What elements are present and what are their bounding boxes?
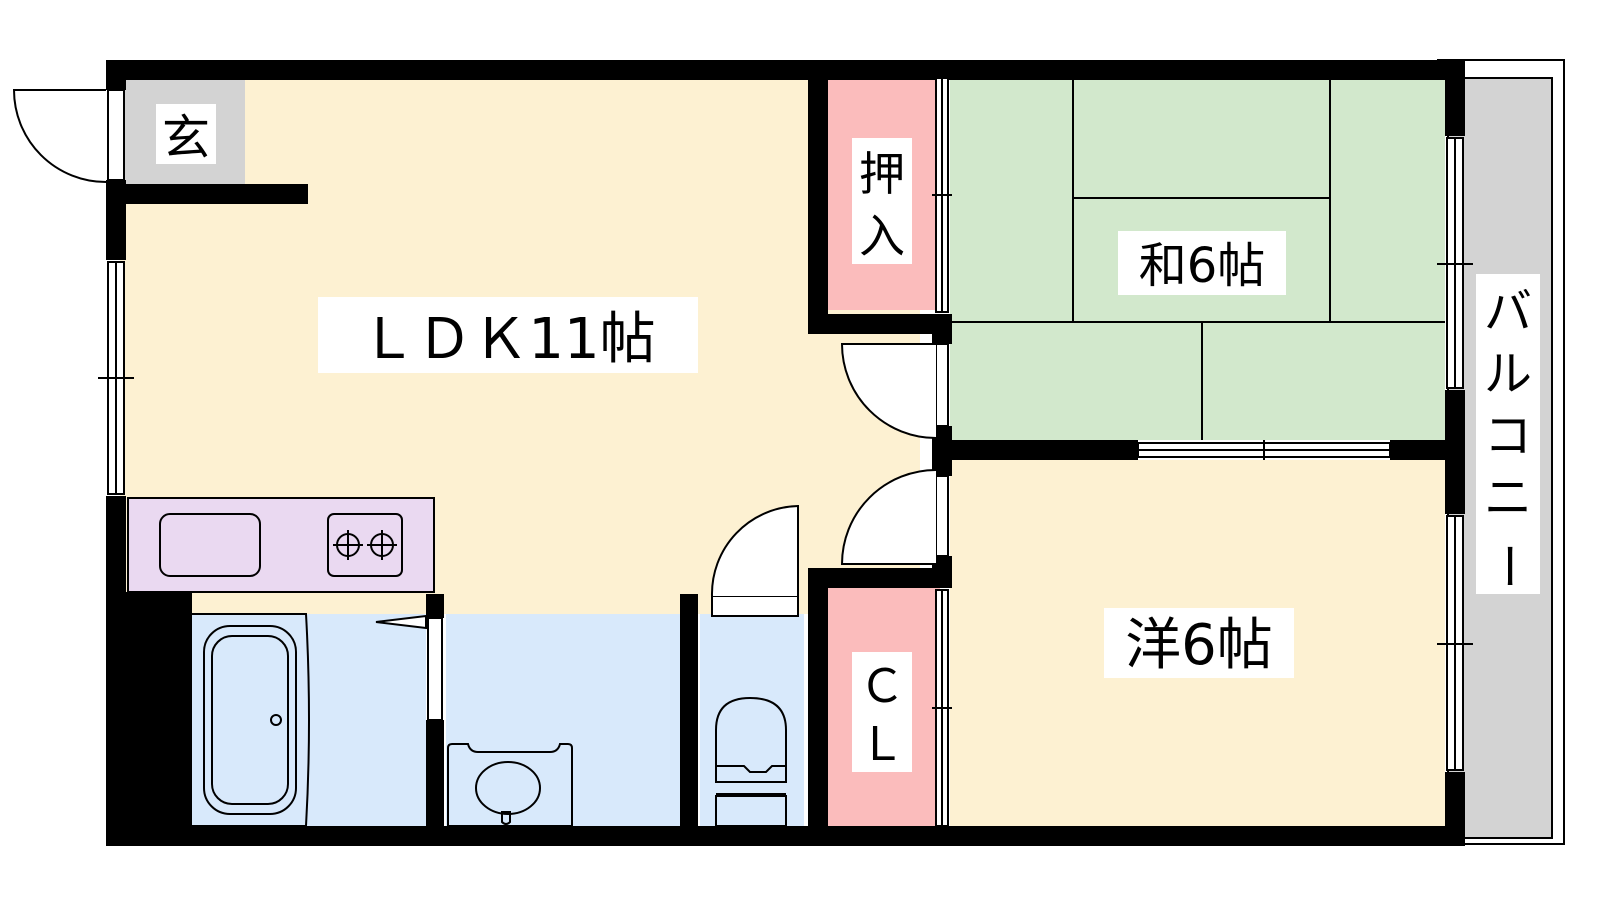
washbasin xyxy=(447,743,573,827)
tatami-lines xyxy=(950,78,1445,440)
kitchen-counter xyxy=(127,497,435,593)
toilet xyxy=(715,696,787,827)
doors xyxy=(12,89,949,617)
balcony-label-1: バ xyxy=(1484,284,1532,340)
balcony-label-2: ル xyxy=(1484,346,1532,402)
washroom-floor xyxy=(446,614,680,828)
stove-burner-icon xyxy=(333,530,397,560)
oshiire-label-top: 押 xyxy=(859,147,905,201)
towel-bar-icon xyxy=(375,614,427,630)
windows xyxy=(98,77,1473,827)
balcony-label-3: コ xyxy=(1484,408,1532,464)
walls xyxy=(106,60,1465,846)
ldk-label: ＬＤＫ11帖 xyxy=(360,307,655,372)
closet-label-top: Ｃ xyxy=(859,659,905,713)
stove xyxy=(327,513,403,577)
closet-label-bottom: Ｌ xyxy=(859,717,905,771)
balcony-label-5: ー xyxy=(1480,542,1536,590)
room-labels: 玄 ＬＤＫ11帖 和6帖 洋6帖 押 入 Ｃ Ｌ バ ル コ ニ ー xyxy=(156,104,1540,772)
entrance-label: 玄 xyxy=(162,110,210,166)
oshiire-label-bottom: 入 xyxy=(859,209,905,263)
washitsu-label: 和6帖 xyxy=(1139,238,1266,294)
sink xyxy=(159,513,261,577)
yoshitsu-label: 洋6帖 xyxy=(1125,613,1273,678)
balcony-label-4: ニ xyxy=(1484,470,1532,526)
bathtub xyxy=(192,613,310,827)
